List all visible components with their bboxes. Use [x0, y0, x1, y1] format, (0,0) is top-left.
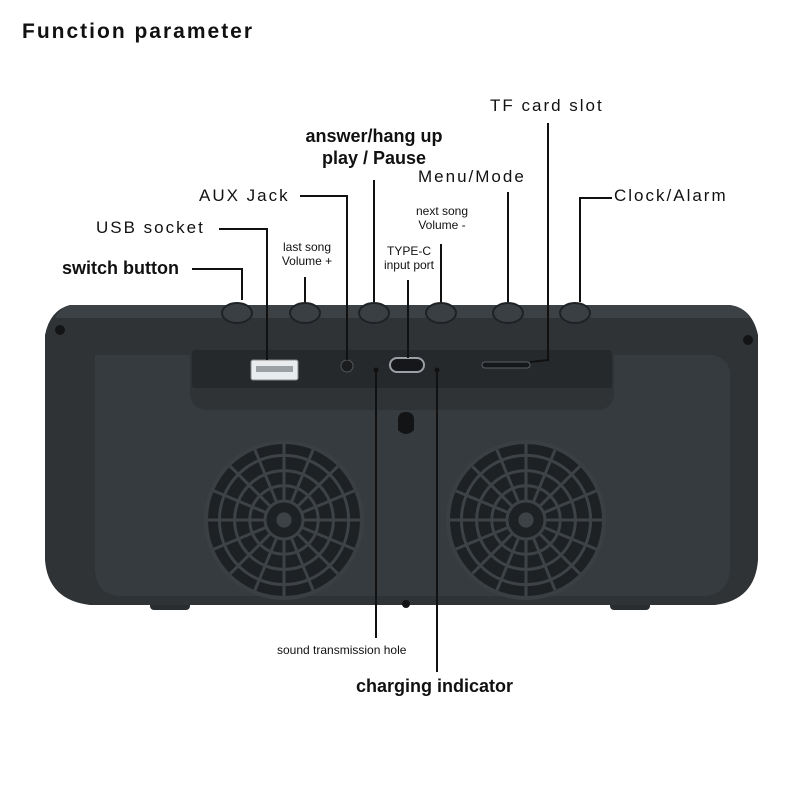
label-aux-jack: AUX Jack: [199, 186, 290, 205]
label-type-c-block: TYPE-C input port: [373, 244, 445, 272]
label-usb-socket: USB socket: [96, 218, 205, 237]
hang-hole: [398, 412, 414, 434]
label-input-port: input port: [383, 258, 435, 272]
label-menu-mode: Menu/Mode: [418, 167, 526, 186]
label-answer-play: answer/hang up play / Pause: [290, 125, 458, 169]
label-switch-button: switch button: [62, 258, 179, 278]
label-answer-hang-up: answer/hang up: [305, 126, 443, 146]
label-next-song: next song: [415, 204, 469, 218]
label-play-pause: play / Pause: [321, 148, 427, 168]
label-volume-plus: Volume +: [281, 254, 333, 268]
label-clock-alarm: Clock/Alarm: [614, 186, 728, 205]
label-last-song: last song: [282, 240, 332, 254]
sound-hole-dot: [373, 367, 379, 373]
charging-indicator-dot: [434, 367, 440, 373]
label-charging-indicator: charging indicator: [356, 676, 514, 696]
speaker-grille-right: [446, 440, 606, 600]
label-volume-minus: Volume -: [418, 218, 466, 232]
left-strap-hole: [55, 325, 65, 335]
right-strap-hole: [743, 335, 753, 345]
label-tf-card-slot: TF card slot: [490, 96, 604, 115]
page-title: Function parameter: [22, 20, 255, 43]
label-type-c: TYPE-C: [386, 244, 431, 258]
aux-jack-port: [340, 359, 354, 373]
label-last-song-block: last song Volume +: [271, 240, 343, 268]
label-next-song-block: next song Volume -: [406, 204, 478, 232]
tf-card-slot-port: [481, 361, 531, 369]
type-c-port: [389, 357, 425, 373]
label-sound-transmission-hole: sound transmission hole: [277, 643, 407, 657]
speaker-grille-left: [204, 440, 364, 600]
